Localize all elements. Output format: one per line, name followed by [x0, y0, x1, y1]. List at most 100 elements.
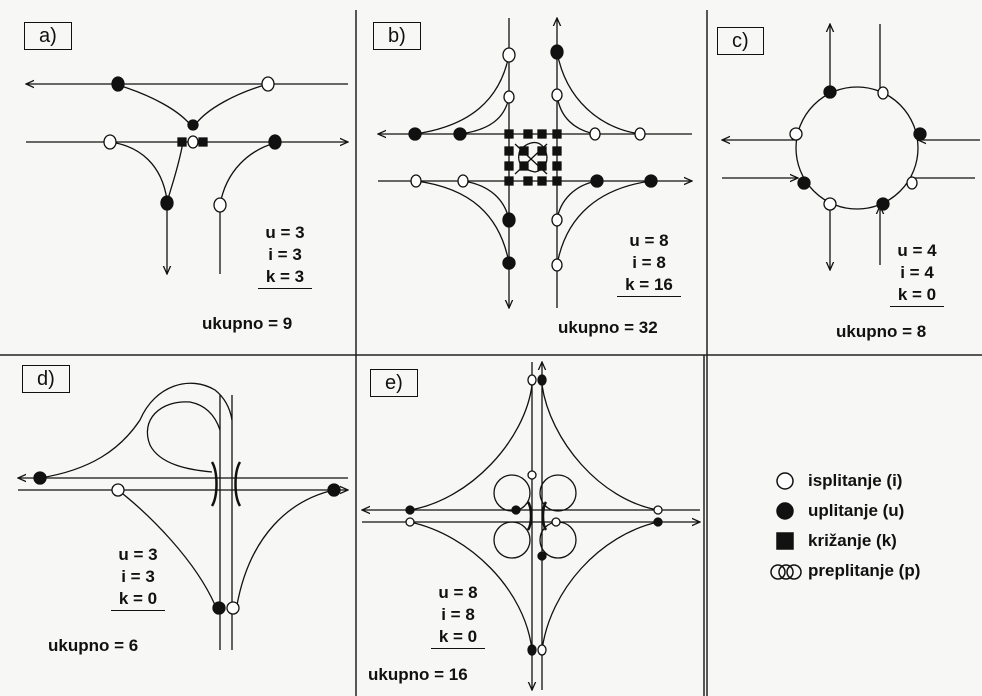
merge-point [187, 119, 199, 131]
diverge-point [410, 174, 422, 188]
legend-weave-label: preplitanje (p) [808, 561, 921, 580]
ramp-a-curve-5 [166, 141, 184, 204]
panel-e-total: ukupno = 16 [368, 665, 468, 684]
legend: isplitanje (i) uplitanje (u) križanje (k… [766, 466, 920, 586]
merge-point [590, 174, 604, 188]
merge-point [876, 197, 890, 211]
merge-point [453, 127, 467, 141]
diverge-point [261, 76, 275, 92]
bridge-e [526, 501, 548, 531]
cross-point [552, 146, 562, 156]
ramp-b-se [556, 180, 652, 266]
diverge-point [634, 127, 646, 141]
cross-point [504, 161, 514, 171]
diverge-point [551, 517, 561, 527]
panel-e-label: e) [370, 369, 418, 397]
legend-item-weave: preplitanje (p) [766, 556, 920, 586]
cross-point [537, 129, 547, 139]
merge-point [502, 256, 516, 270]
legend-merge-label: uplitanje (u) [808, 501, 905, 520]
merge-point [644, 174, 658, 188]
diverge-point [503, 90, 515, 104]
merge-point [408, 127, 422, 141]
panel-c-drawing [722, 24, 980, 270]
ramp-a-curve-1 [117, 84, 194, 129]
panel-a-total: ukupno = 9 [202, 314, 293, 333]
cross-point [519, 161, 529, 171]
merge-point [405, 505, 415, 515]
panel-b-drawing [378, 18, 692, 308]
panel-e-drawing [362, 362, 700, 690]
panel-e-merge-count: u = 8 [438, 583, 478, 602]
merge-point [327, 483, 341, 497]
cloverleaf-ne [539, 474, 577, 512]
legend-item-diverge: isplitanje (i) [766, 466, 920, 496]
diverge-point [405, 517, 415, 527]
ramp-b-inner-se [556, 180, 598, 221]
merge-point [537, 374, 547, 386]
cross-point [537, 176, 547, 186]
panel-c-diverge-count: i = 4 [900, 263, 934, 282]
merge-point [111, 76, 125, 92]
panel-a-stats: u = 3 i = 3 k = 3 [255, 222, 315, 289]
panel-b-stats: u = 8 i = 8 k = 16 [614, 230, 684, 297]
ramp-e-ne [541, 384, 659, 511]
legend-cross-symbol [776, 532, 794, 550]
ramp-b-nw [414, 54, 510, 135]
merge-point [537, 551, 547, 561]
diverge-point [226, 601, 240, 615]
legend-item-merge: uplitanje (u) [766, 496, 920, 526]
merge-point [823, 85, 837, 99]
diverge-point [527, 374, 537, 386]
panel-d-diverge-count: i = 3 [121, 567, 155, 586]
diverge-point [589, 127, 601, 141]
cross-point [523, 129, 533, 139]
diverge-point [653, 505, 663, 515]
panel-d-cross-count: k = 0 [110, 588, 166, 611]
diverge-point [457, 174, 469, 188]
panel-e-stats: u = 8 i = 8 k = 0 [428, 582, 488, 649]
panel-d-points [33, 471, 341, 615]
panel-b-total: ukupno = 32 [558, 318, 658, 337]
panel-c-label: c) [717, 27, 764, 55]
diverge-point [103, 134, 117, 150]
panel-b-diverge-count: i = 8 [632, 253, 666, 272]
panel-d-merge-count: u = 3 [118, 545, 158, 564]
merge-point [212, 601, 226, 615]
loop-d-inner [146, 401, 221, 473]
diverge-point [527, 470, 537, 480]
ramp-e-se [541, 521, 659, 651]
cross-point [523, 176, 533, 186]
panel-a-merge-count: u = 3 [265, 223, 305, 242]
ramp-e-sw [409, 521, 533, 651]
panel-c-total: ukupno = 8 [836, 322, 927, 341]
panel-e-cross-count: k = 0 [430, 626, 486, 649]
cross-point [519, 146, 529, 156]
diverge-point [111, 483, 125, 497]
legend-cross-label: križanje (k) [808, 531, 897, 550]
cross-point [504, 129, 514, 139]
diverge-point [551, 258, 563, 272]
ramp-a-curve-4 [219, 142, 276, 206]
cross-point [504, 146, 514, 156]
cloverleaf-nw [493, 474, 531, 512]
roundabout-ring [795, 86, 919, 210]
panel-b-points [408, 44, 658, 272]
merge-point [511, 505, 521, 515]
diverge-point [551, 213, 563, 227]
merge-point [550, 44, 564, 60]
ramp-b-inner-nw [459, 96, 510, 135]
panel-b-cross-count: k = 16 [617, 274, 681, 297]
cloverleaf-sw [493, 521, 531, 559]
merge-point [653, 517, 663, 527]
loop-d-outer [39, 382, 233, 479]
ramp-e-nw [409, 384, 533, 511]
diverge-point [823, 197, 837, 211]
ramp-a-curve-3 [109, 141, 168, 201]
cross-point [537, 146, 547, 156]
panel-c-stats: u = 4 i = 4 k = 0 [887, 240, 947, 307]
panel-d-total: ukupno = 6 [48, 636, 139, 655]
merge-point [913, 127, 927, 141]
diverge-point [789, 127, 803, 141]
